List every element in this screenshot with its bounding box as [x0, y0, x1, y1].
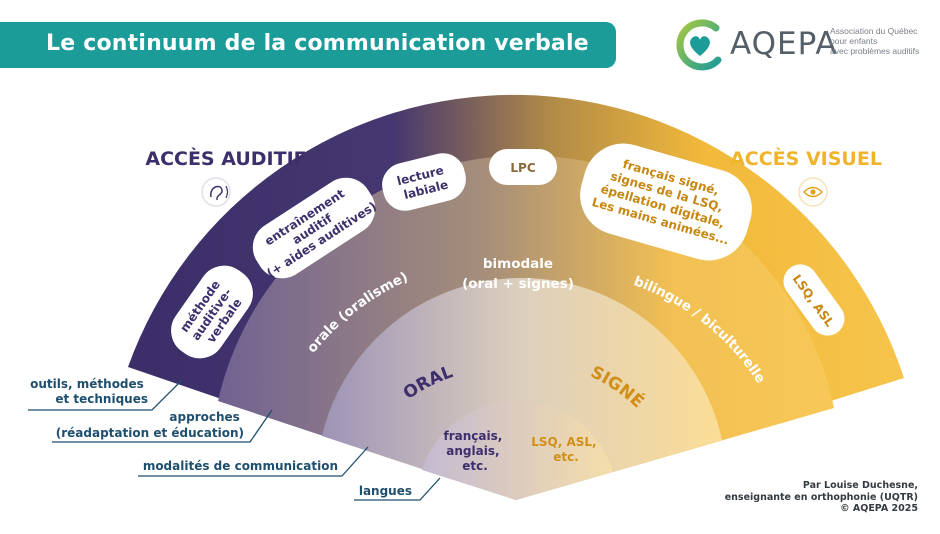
pill-lpc: LPC	[489, 149, 557, 185]
pill-francais-signe: français signé, signes de la LSQ, épella…	[580, 143, 752, 261]
legend-approaches: approches (réadaptation et éducation)	[52, 409, 273, 443]
svg-text:modalités de communication: modalités de communication	[143, 459, 338, 473]
page-title: Le continuum de la communication verbale	[46, 31, 589, 56]
svg-text:(oral + signes): (oral + signes)	[462, 276, 574, 292]
aqepa-logo: AQEPA Association du Québec pour enfants…	[672, 14, 922, 78]
svg-text:approches (réadaptation: approches (réadaptation et éducation)	[56, 410, 244, 440]
svg-text:bimodale: bimodale	[483, 256, 553, 272]
legend-languages: langues	[354, 477, 441, 501]
languages-signed: LSQ, ASL, etc.	[531, 435, 601, 464]
visual-access-heading: ACCÈS VISUEL	[730, 147, 882, 170]
eye-icon	[798, 177, 828, 207]
title-bar: Le continuum de la communication verbale	[0, 22, 616, 68]
approach-bimodal: bimodale (oral + signes)	[462, 256, 574, 292]
svg-text:LPC: LPC	[510, 161, 535, 175]
legend-tools: outils, méthodes et techniques	[28, 377, 183, 411]
logo-tagline: Association du Québec pour enfants avec …	[830, 26, 920, 56]
modalities-ring	[322, 277, 722, 500]
languages-oral: français, anglais, etc.	[444, 429, 507, 473]
legend-modalities: modalités de communication	[138, 446, 369, 477]
auditory-access-heading: ACCÈS AUDITIF	[145, 147, 306, 170]
logo-name: AQEPA	[730, 26, 838, 62]
heart-logo-icon	[676, 19, 722, 71]
ear-icon	[201, 177, 231, 207]
svg-text:langues: langues	[359, 484, 412, 498]
languages-ring	[422, 400, 613, 500]
credit: Par Louise Duchesne, enseignante en orth…	[724, 480, 918, 514]
pill-lecture-labiale: lecture labiale	[382, 153, 466, 211]
svg-text:outils, méthodes et tech: outils, méthodes et techniques	[30, 377, 148, 406]
